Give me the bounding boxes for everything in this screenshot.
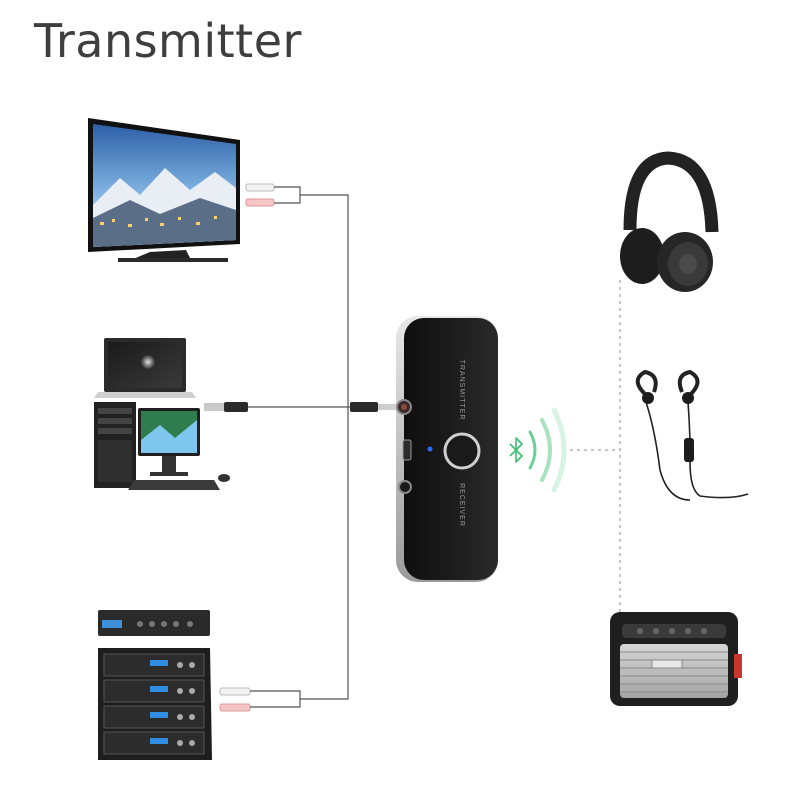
device-label-receiver: RECEIVER	[458, 483, 465, 527]
output-dotted-lines	[570, 280, 620, 620]
computer-icon	[94, 338, 230, 490]
earphones-icon	[638, 372, 748, 500]
wireless-signal-icon	[530, 410, 564, 490]
device-aux-plug	[350, 402, 400, 412]
bluetooth-transmitter-device	[396, 316, 498, 582]
rack-rca-plugs	[220, 688, 250, 711]
status-led	[428, 447, 433, 452]
tv-rca-plugs	[246, 184, 274, 206]
amplifier-rack-icon	[98, 610, 212, 760]
bluetooth-icon	[510, 438, 522, 462]
cable-lines	[248, 187, 356, 707]
speaker-icon	[610, 612, 742, 706]
device-label-transmitter: TRANSMITTER	[458, 360, 465, 421]
headphones-icon	[620, 158, 713, 292]
aux-jack-plug	[204, 402, 248, 412]
tv-icon	[88, 118, 240, 262]
